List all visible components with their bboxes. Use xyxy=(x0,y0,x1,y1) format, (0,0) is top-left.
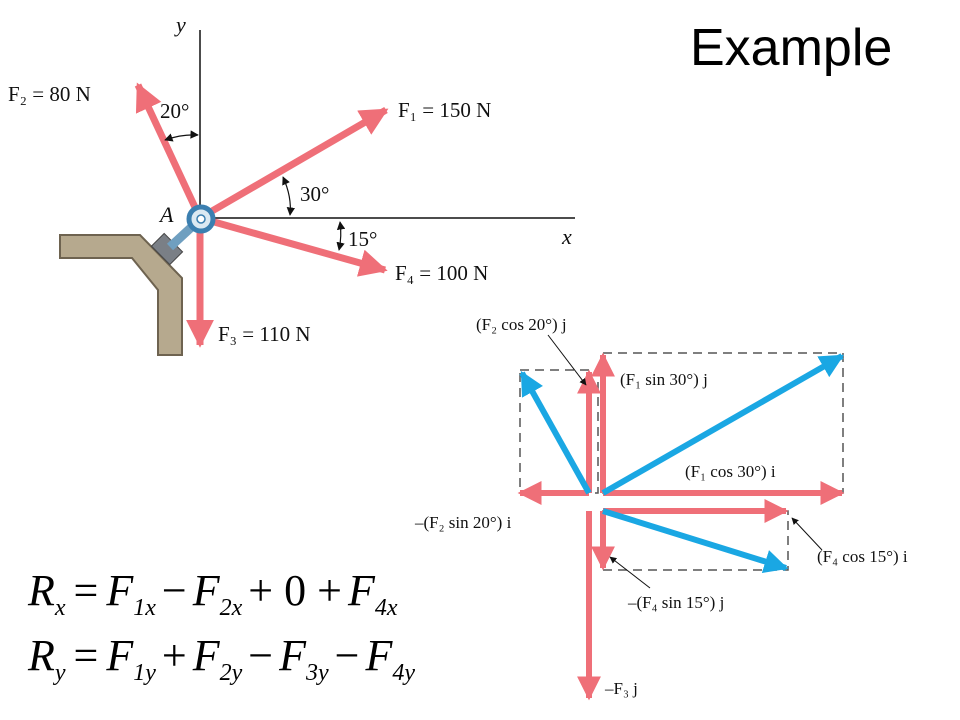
y-axis-label: y xyxy=(174,12,186,37)
f2-cos-leader xyxy=(547,334,587,386)
ry-term4-sub: 4y xyxy=(392,660,415,686)
rx-term1: F xyxy=(105,566,134,615)
force-f1-label: F₁ = 150 N xyxy=(398,98,491,122)
eyebolt-hole xyxy=(196,214,206,224)
rx-term2: F xyxy=(192,566,221,615)
f1-cos-label: (F₁ cos 30°) i xyxy=(685,462,776,481)
rx-term2-sub: 2x xyxy=(220,595,243,621)
ry-lhs: R xyxy=(27,631,55,680)
ry-term4: F xyxy=(365,631,394,680)
ry-term3-sub: 3y xyxy=(305,660,329,686)
f4-vector-arrow xyxy=(602,508,789,574)
ry-term3: F xyxy=(278,631,307,680)
ry-op3: − xyxy=(335,631,360,680)
svg-text:Ry=F1y+F2y−F3y−F4y: Ry=F1y+F2y−F3y−F4y xyxy=(27,631,415,686)
ry-term1: F xyxy=(105,631,134,680)
rx-term1-sub: 1x xyxy=(133,595,156,621)
ry-op2: − xyxy=(248,631,273,680)
f1-vector-arrow xyxy=(601,353,845,496)
angle-20-label: 20° xyxy=(160,99,189,123)
force-f2-arrow xyxy=(134,82,204,220)
equation-rx: Rx=F1x−F2x+ 0 +F4x xyxy=(27,566,398,621)
f4-sin-leader xyxy=(609,556,651,589)
ry-op1: + xyxy=(162,631,187,680)
ry-term2: F xyxy=(192,631,221,680)
force-f1-arrow xyxy=(198,106,389,222)
angle-15-arc xyxy=(336,221,346,251)
angle-15-label: 15° xyxy=(348,227,377,251)
x-axis-label: x xyxy=(561,224,572,249)
f2-sin-label: –(F₂ sin 20°) i xyxy=(414,513,512,532)
f2-vector-arrow xyxy=(519,370,592,495)
rx-term3: F xyxy=(347,566,376,615)
ry-term2-sub: 2y xyxy=(220,660,243,686)
f4-sin-label: –(F₄ sin 15°) j xyxy=(627,593,724,612)
rx-op2: + 0 + xyxy=(248,566,342,615)
rx-lhs-sub: x xyxy=(54,595,66,621)
slide-title: Example xyxy=(690,19,893,77)
rx-lhs: R xyxy=(27,566,55,615)
force-f3-label: F₃ = 110 N xyxy=(218,322,310,346)
component-diagram: (F₂ cos 20°) j (F₁ sin 30°) j (F₁ cos 30… xyxy=(414,315,908,701)
angle-20-arc xyxy=(164,130,199,142)
angle-30-arc xyxy=(282,176,296,216)
rx-op1: − xyxy=(162,566,187,615)
f1-sin-label: (F₁ sin 30°) j xyxy=(620,370,708,389)
f3-component-label: –F₃ j xyxy=(604,679,638,698)
f4-cos-leader xyxy=(791,517,823,551)
force-f4-arrow xyxy=(199,214,388,277)
rx-term3-sub: 4x xyxy=(375,595,398,621)
svg-text:Rx=F1x−F2x+ 0 +F4x: Rx=F1x−F2x+ 0 +F4x xyxy=(27,566,398,621)
force-f2-label: F₂ = 80 N xyxy=(8,82,91,106)
ry-equals: = xyxy=(74,631,99,680)
equation-ry: Ry=F1y+F2y−F3y−F4y xyxy=(27,631,415,686)
point-a-label: A xyxy=(158,202,174,227)
force-f4-label: F₄ = 100 N xyxy=(395,261,488,285)
angle-30-label: 30° xyxy=(300,182,329,206)
force-diagram: y x A 20° 30° 15° F₂ = 80 N F₁ = 150 N F… xyxy=(8,12,575,356)
ry-lhs-sub: y xyxy=(53,660,66,686)
f2-cos-label: (F₂ cos 20°) j xyxy=(476,315,567,334)
ry-term1-sub: 1y xyxy=(133,660,156,686)
f4-cos-label: (F₄ cos 15°) i xyxy=(817,547,908,566)
rx-equals: = xyxy=(74,566,99,615)
